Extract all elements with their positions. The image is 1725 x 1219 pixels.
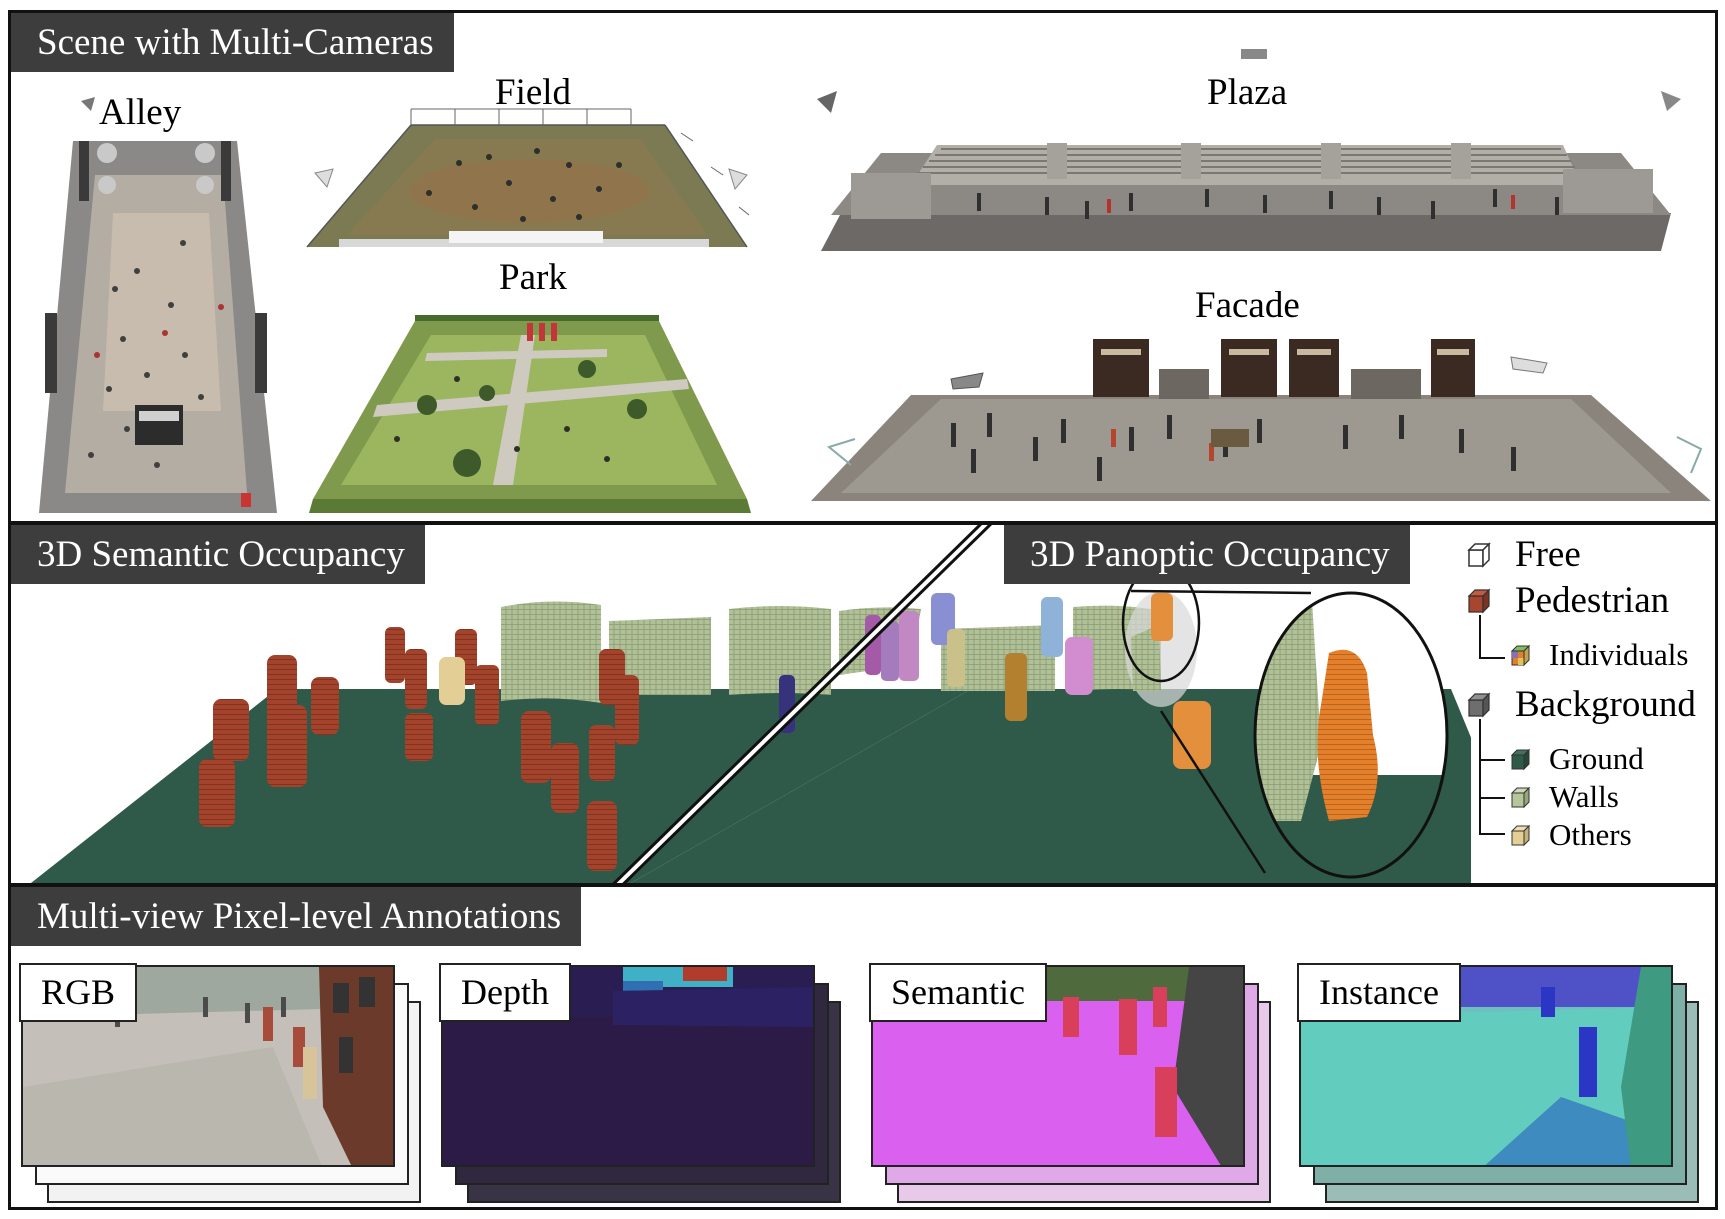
pedestrian-cube-icon — [1467, 588, 1491, 613]
legend-tree-line — [1479, 797, 1505, 835]
legend-item-pedestrian: Pedestrian — [1465, 579, 1669, 622]
semantic-label: Semantic — [869, 963, 1047, 1022]
scene-label-park: Park — [499, 257, 567, 298]
ground-cube-icon — [1510, 748, 1531, 771]
legend-label-free: Free — [1515, 534, 1581, 575]
occupancy-visualization — [31, 525, 1471, 883]
legend-item-ground: Ground — [1509, 741, 1644, 777]
others-cube-icon — [1510, 824, 1531, 847]
panoptic-occupancy-title: 3D Panoptic Occupancy — [1004, 525, 1410, 584]
annotation-view-semantic: Semantic — [869, 963, 1273, 1205]
legend-label-individuals: Individuals — [1549, 637, 1689, 672]
legend-label-ground: Ground — [1549, 741, 1644, 776]
facade-scene-image — [811, 339, 1711, 501]
background-cube-icon — [1467, 692, 1491, 717]
individuals-cube-icon — [1510, 644, 1531, 667]
alley-scene-image — [39, 97, 277, 513]
annotation-view-instance: Instance — [1297, 963, 1701, 1205]
annotations-panel: Multi-view Pixel-level Annotations RGB — [8, 884, 1718, 1210]
legend-label-walls: Walls — [1549, 779, 1619, 814]
scene-panel-title: Scene with Multi-Cameras — [11, 13, 454, 72]
plaza-scene-image — [817, 49, 1681, 251]
legend-item-background: Background — [1465, 683, 1696, 726]
legend-label-others: Others — [1549, 817, 1632, 852]
scene-label-alley: Alley — [99, 92, 182, 133]
park-scene-image — [309, 315, 751, 513]
legend-item-walls: Walls — [1509, 779, 1619, 815]
scene-label-plaza: Plaza — [1207, 72, 1288, 113]
legend-tree-line — [1479, 615, 1505, 659]
legend-item-free: Free — [1465, 533, 1581, 576]
free-cube-icon — [1467, 541, 1491, 568]
legend-label-background: Background — [1515, 684, 1696, 725]
annotation-view-depth: Depth — [439, 963, 843, 1205]
instance-label: Instance — [1297, 963, 1461, 1022]
depth-label: Depth — [439, 963, 571, 1022]
scene-label-field: Field — [495, 72, 572, 113]
rgb-label: RGB — [19, 963, 138, 1022]
legend-tree-line — [1479, 759, 1505, 799]
semantic-occupancy-title: 3D Semantic Occupancy — [11, 525, 425, 584]
legend-item-individuals: Individuals — [1509, 637, 1689, 673]
annotation-view-rgb: RGB — [19, 963, 423, 1205]
scene-label-facade: Facade — [1195, 285, 1300, 326]
legend-label-pedestrian: Pedestrian — [1515, 580, 1670, 621]
walls-cube-icon — [1510, 786, 1531, 809]
legend-tree-line — [1479, 719, 1505, 761]
instance-image — [1299, 965, 1673, 1167]
occupancy-panel: 3D Semantic Occupancy — [8, 522, 1718, 886]
field-scene-image — [306, 108, 750, 248]
scene-panel: Scene with Multi-Cameras Alley Field — [8, 10, 1718, 524]
legend: Free Pedestrian Individuals — [1453, 533, 1707, 863]
annotations-panel-title: Multi-view Pixel-level Annotations — [11, 887, 582, 946]
legend-item-others: Others — [1509, 817, 1632, 853]
